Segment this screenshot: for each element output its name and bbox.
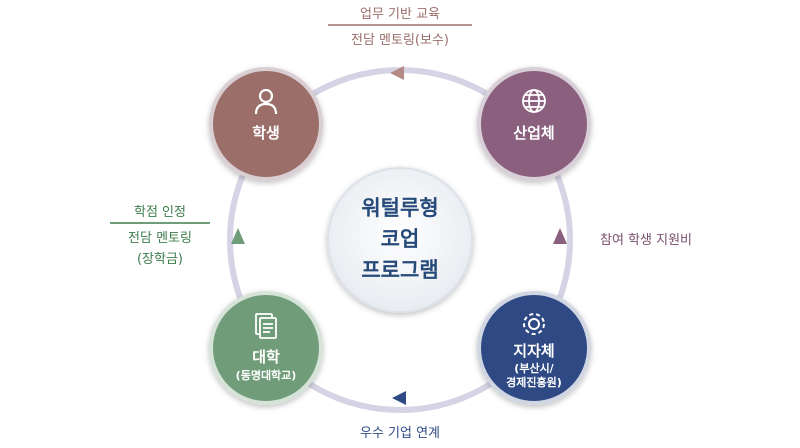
edge-top-line1: 업무 기반 교육 — [360, 7, 440, 22]
industry-node: 산업체 — [477, 67, 591, 181]
gear-icon — [523, 313, 545, 335]
university-title: 대학 — [252, 348, 280, 366]
arrow-right-icon — [553, 228, 567, 244]
industry-title: 산업체 — [513, 124, 554, 142]
student-title: 학생 — [252, 124, 280, 142]
arrow-top-icon — [390, 66, 404, 80]
center-line-2: 코업 — [381, 227, 420, 251]
local-gov-subtitle-1: (부산시/ — [514, 361, 554, 375]
edge-left-line1: 학점 인정 — [134, 205, 186, 220]
center-line-3: 프로그램 — [361, 258, 438, 282]
edge-right-line1: 참여 학생 지원비 — [600, 233, 692, 248]
local-gov-node: 지자체 (부산시/ 경제진흥원) — [477, 291, 591, 405]
student-node: 학생 — [209, 67, 323, 181]
document-icon — [255, 313, 277, 339]
edge-left-line3: (장학금) — [137, 252, 183, 267]
globe-icon — [522, 89, 546, 113]
arrow-left-icon — [231, 228, 245, 244]
university-subtitle: (동명대학교) — [236, 368, 297, 382]
person-icon — [254, 88, 278, 115]
center-line-1: 워털루형 — [361, 196, 438, 220]
arrow-bottom-icon — [392, 391, 406, 405]
university-node: 대학 (동명대학교) — [209, 291, 323, 405]
local-gov-subtitle-2: 경제진흥원) — [506, 375, 562, 389]
edge-bottom-line1: 우수 기업 연계 — [360, 426, 440, 441]
center-node — [327, 167, 473, 313]
edge-left-line2: 전담 멘토링 — [128, 231, 192, 246]
local-gov-title: 지자체 — [513, 342, 554, 360]
edge-top-line2: 전담 멘토링(보수) — [351, 33, 449, 48]
